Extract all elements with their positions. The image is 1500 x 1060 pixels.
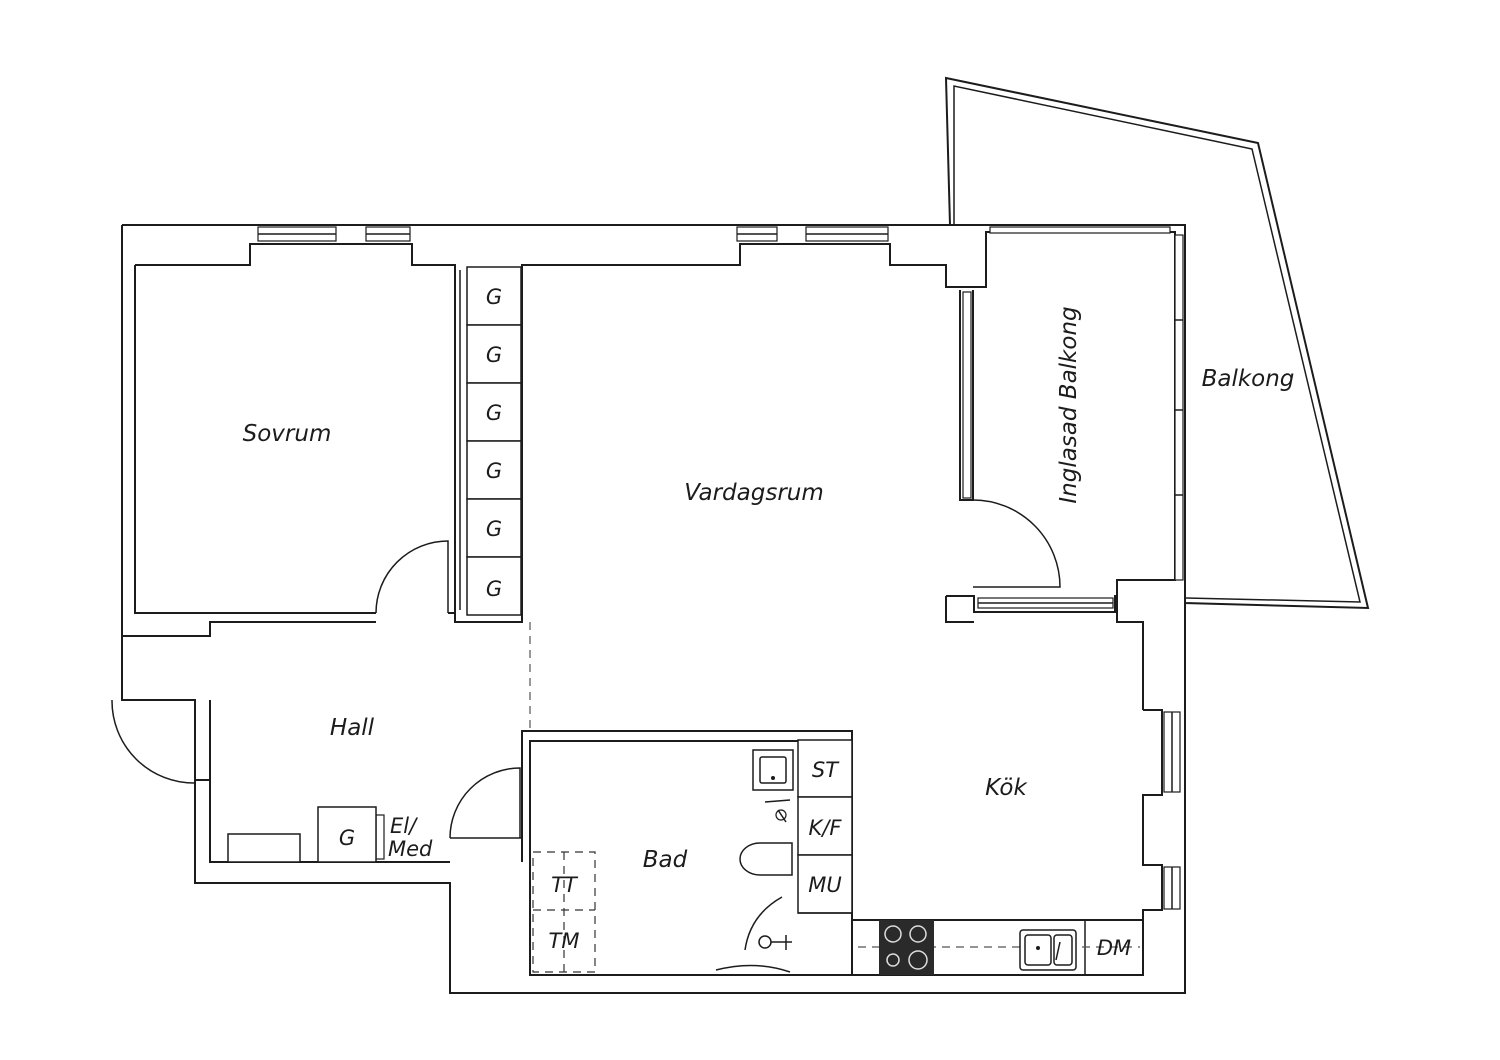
stove-icon <box>879 920 934 975</box>
hall-wardrobe <box>317 806 377 863</box>
kitchen-right-wall <box>1142 709 1163 920</box>
tt-label: TT <box>551 873 579 897</box>
partition-stub <box>945 596 974 623</box>
hall-wardrobe-label: G <box>339 826 355 850</box>
sovrum-wall <box>134 265 376 614</box>
wardrobe-label-6: G <box>486 577 502 601</box>
shower-icon <box>715 896 792 973</box>
wardrobe-label-3: G <box>486 401 502 425</box>
wardrobe-label-2: G <box>486 343 502 367</box>
wardrobe-column <box>466 266 522 616</box>
el-med-label-1: El/ <box>390 814 418 838</box>
balcony-inner-line <box>953 85 1361 603</box>
balcony-outline <box>944 76 1370 610</box>
st-label: ST <box>812 758 840 782</box>
doors <box>111 499 1061 839</box>
room-label-vardagsrum: Vardagsrum <box>684 480 824 506</box>
tm-label: TM <box>549 929 580 953</box>
room-label-bad: Bad <box>643 847 688 873</box>
room-label-balkong: Balkong <box>1202 366 1295 392</box>
room-label-inglasad-balkong: Inglasad Balkong <box>1056 306 1082 503</box>
wardrobe-label-5: G <box>486 517 502 541</box>
room-label-sovrum: Sovrum <box>243 421 332 447</box>
outer-wall <box>121 224 1186 994</box>
bathroom-sink-icon <box>752 749 794 803</box>
kitchen-sink-icon <box>1019 929 1077 971</box>
kf-label: K/F <box>809 816 843 840</box>
windows <box>257 226 1184 910</box>
room-label-hall: Hall <box>330 715 375 741</box>
toilet-icon <box>739 809 793 876</box>
kitchen-counter <box>852 919 1144 976</box>
glass-partition-wall <box>959 290 974 501</box>
glass-partition-lower <box>946 595 1117 613</box>
wardrobe-label-4: G <box>486 459 502 483</box>
appliance-column <box>797 739 853 914</box>
el-med-label-2: Med <box>388 837 433 861</box>
hall-left-wall <box>122 621 376 637</box>
dm-label: DM <box>1097 936 1131 960</box>
mu-label: MU <box>808 873 842 897</box>
hall-bench <box>227 833 301 863</box>
room-label-kok: Kök <box>985 775 1028 801</box>
inner-wall-top <box>135 231 1176 710</box>
wardrobe-label-1: G <box>486 285 502 309</box>
